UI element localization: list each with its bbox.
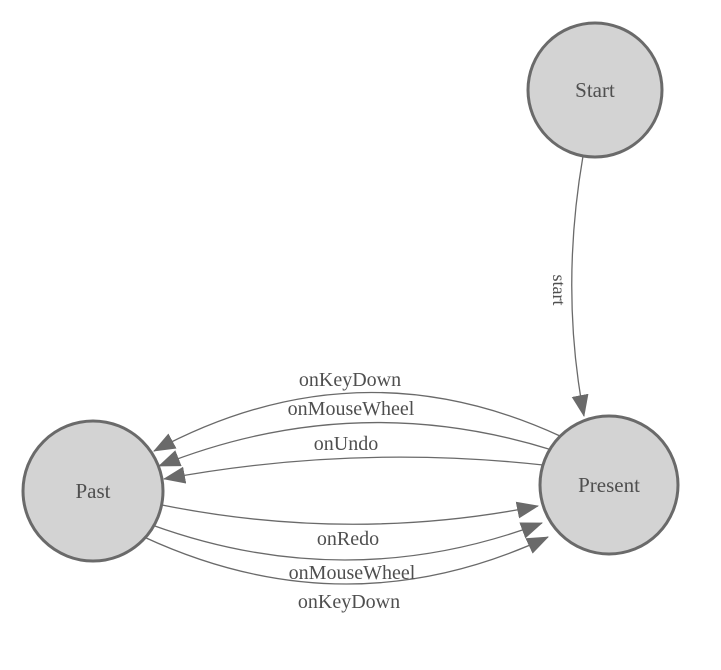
edge-label-onredo: onRedo [317,528,379,550]
node-present: Present [538,414,680,556]
node-past-circle [21,419,165,563]
edge-present-to-past-onundo [163,456,544,484]
edge-label-onundo: onUndo [314,433,378,455]
node-past: Past [21,419,165,563]
node-start: Start [526,21,664,159]
edge-present-to-past-onkeydown [153,391,561,452]
edge-start-to-present [571,155,589,417]
node-present-label: Present [578,473,640,497]
edge-label-onmousewheel-top: onMouseWheel [288,398,415,420]
edge-past-to-present-onredo [161,501,539,525]
node-start-circle [526,21,664,159]
edge-label-onkeydown-bottom: onKeyDown [298,591,400,613]
edge-label-onkeydown-top: onKeyDown [299,369,401,391]
node-present-circle [538,414,680,556]
edge-past-to-present-onkeydown [143,536,549,585]
edge-present-to-past-onmousewheel [158,421,553,467]
edge-label-onmousewheel-bottom: onMouseWheel [289,562,416,584]
edge-past-to-present-onmousewheel [151,522,543,561]
edge-label-start: start [549,275,569,306]
node-start-label: Start [575,78,615,102]
node-past-label: Past [75,479,110,503]
